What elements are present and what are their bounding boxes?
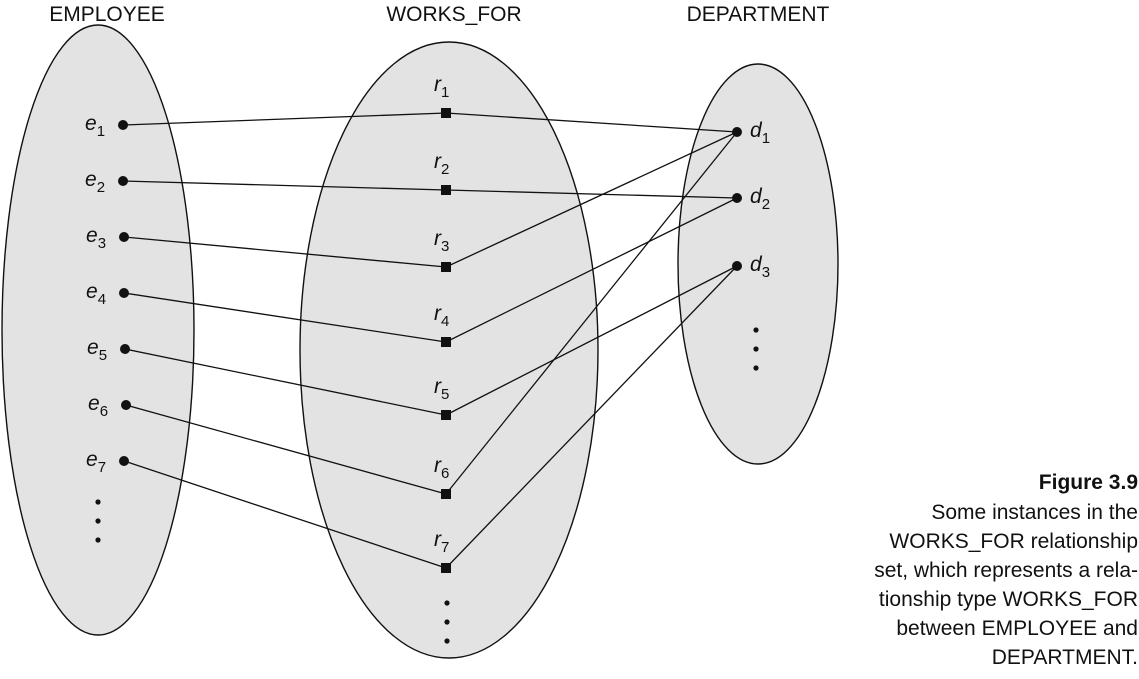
relationship-node-r6 [441,489,451,499]
relationship-label-r4: r4 [434,302,449,330]
department-continuation-dot-2 [753,346,759,352]
edge-e3-r3 [123,236,447,268]
employee-label-e6: e6 [88,392,108,420]
edge-e2-r2 [122,180,447,191]
edge-r2-d2 [445,189,738,199]
works-for-continuation-dot-3 [444,638,450,644]
relationship-node-r1 [441,108,451,118]
works-for-continuation-dot-1 [444,600,450,606]
department-label-d1: d1 [750,119,770,147]
edge-r1-d1 [445,112,738,133]
figure-description: Some instances in the WORKS_FOR relation… [874,501,1138,669]
edge-r7-d3 [445,265,738,569]
employee-continuation-dot-2 [95,518,101,524]
department-continuation-dot-3 [753,365,759,371]
employee-label-e2: e2 [85,168,105,196]
department-label-d2: d2 [750,185,770,213]
works-for-set-ellipse [299,41,599,659]
employee-node-e4 [119,288,129,298]
relationship-label-r3: r3 [434,227,449,255]
works-for-set-title: WORKS_FOR [386,3,521,26]
employee-node-e1 [118,120,128,130]
continuation-dots [95,327,759,644]
edge-e4-r4 [123,292,447,343]
relationship-node-r5 [441,410,451,420]
employee-continuation-dot-3 [95,537,101,543]
edge-r6-d1 [445,131,738,495]
employee-label-e5: e5 [87,336,107,364]
relationship-edges [122,112,738,569]
figure-title: Figure 3.9 [1038,471,1138,494]
department-continuation-dot-1 [753,327,759,333]
employee-node-e5 [120,344,130,354]
relationship-label-r1: r1 [434,73,449,101]
relationship-label-r2: r2 [434,150,449,178]
employee-node-e7 [119,456,129,466]
department-set-ellipse [677,63,839,465]
entity-nodes: e1 e2 e3 e4 e5 e6 e7 r1 r2 r3 r4 r5 r6 r7 d1 d2 d3 [85,73,770,573]
figure-caption: Figure 3.9 Some instances in the WORKS_F… [818,468,1138,672]
relationship-label-r7: r7 [434,528,449,556]
relationship-label-r5: r5 [434,375,449,403]
edge-e7-r7 [123,460,447,569]
department-label-d3: d3 [750,253,770,281]
employee-label-e7: e7 [86,448,106,476]
relationship-node-r3 [441,262,451,272]
edge-r4-d2 [445,197,738,343]
edge-r3-d1 [445,131,738,268]
department-set-title: DEPARTMENT [687,3,830,26]
edge-r5-d3 [445,265,738,416]
employee-node-e6 [121,400,131,410]
department-node-d3 [732,261,742,271]
works-for-continuation-dot-2 [444,619,450,625]
employee-label-e1: e1 [85,112,105,140]
employee-continuation-dot-1 [95,499,101,505]
employee-node-e2 [118,176,128,186]
department-node-d1 [732,127,742,137]
employee-set-title: EMPLOYEE [49,3,165,26]
relationship-node-r2 [441,185,451,195]
relationship-label-r6: r6 [434,454,449,482]
edge-e5-r5 [124,348,447,416]
edge-e6-r6 [125,404,447,495]
employee-label-e3: e3 [86,224,106,252]
employee-node-e3 [119,232,129,242]
department-node-d2 [732,193,742,203]
edge-e1-r1 [122,112,447,126]
relationship-node-r7 [441,563,451,573]
employee-set-ellipse [1,24,195,636]
employee-label-e4: e4 [86,280,106,308]
relationship-node-r4 [441,337,451,347]
